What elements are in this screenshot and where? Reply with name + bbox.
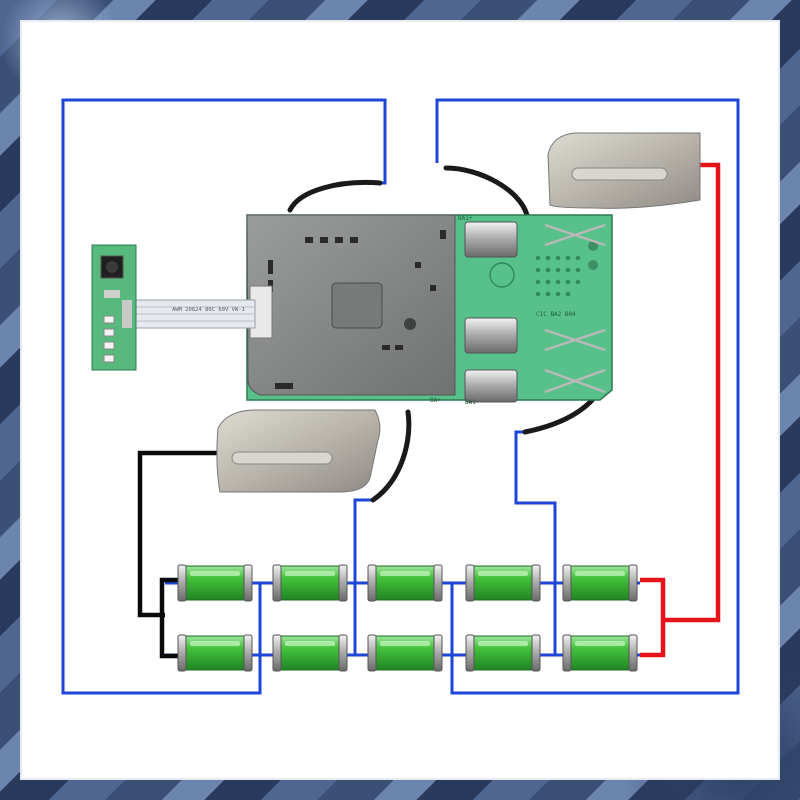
terminal-b-mid xyxy=(464,317,518,354)
wire-top-left-loop xyxy=(61,98,387,695)
ribbon-text: AWM 20624 80C 60V VW-1 xyxy=(172,307,245,313)
board-leads xyxy=(287,165,611,503)
battery-cell-icon xyxy=(177,634,253,672)
led-indicator-board xyxy=(91,244,137,371)
label-b-minus: BA1- xyxy=(465,399,479,406)
battery-cell-icon xyxy=(177,564,253,602)
battery-cell-icon xyxy=(272,634,348,672)
wire-top-right-loop xyxy=(435,98,740,695)
battery-pack xyxy=(177,564,638,672)
battery-cell-icon xyxy=(367,634,443,672)
battery-cell-icon xyxy=(465,634,541,672)
red-wire xyxy=(640,162,721,658)
battery-cell-icon xyxy=(562,564,638,602)
nickel-strip-top-right xyxy=(547,132,701,209)
bms-board: BA1+ C1C BA2 B04 BA+ BA1- xyxy=(246,214,613,406)
nickel-strip-bottom-left xyxy=(216,409,381,493)
battery-cell-icon xyxy=(367,564,443,602)
black-wire xyxy=(137,450,228,659)
chip-square xyxy=(331,282,383,329)
terminal-b-minus xyxy=(464,369,518,403)
label-ba1-plus: BA1+ xyxy=(458,215,473,222)
label-ba-plus: BA+ xyxy=(430,397,441,404)
label-codes: C1C BA2 B04 xyxy=(536,311,576,318)
wire-right-tap xyxy=(514,430,557,650)
battery-cell-icon xyxy=(562,634,638,672)
ribbon-cable: AWM 20624 80C 60V VW-1 xyxy=(134,299,256,329)
battery-cell-icon xyxy=(465,564,541,602)
terminal-b1-plus xyxy=(464,221,518,258)
battery-cell-icon xyxy=(272,564,348,602)
